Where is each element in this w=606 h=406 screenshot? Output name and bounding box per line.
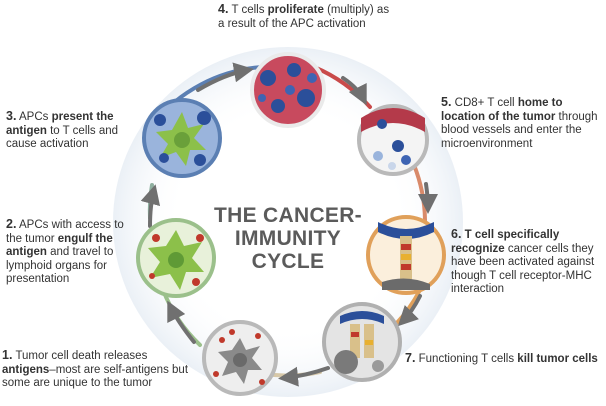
step-4-text-end: (multiply) as a result of the APC activa… (218, 4, 390, 30)
step-3-text: APCs (19, 111, 52, 123)
step-4-caption: 4. T cells proliferate (multiply) as a r… (218, 2, 398, 31)
apc-present-icon (142, 98, 222, 178)
arrow-6-to-7 (397, 294, 422, 327)
arrow-7-to-1 (278, 366, 330, 387)
step-7-text: Functioning T cells (418, 353, 518, 365)
cycle-arrows (140, 62, 438, 387)
arrow-4-to-5 (341, 76, 367, 106)
step-6-caption: 6. T cell specifically recognize cancer … (451, 227, 603, 297)
step-5-text: CD8+ T cell (454, 97, 518, 109)
step-7-caption: 7. Functioning T cells kill tumor cells (405, 351, 603, 367)
step-2-caption: 2. APCs with access to the tumor engulf … (6, 217, 142, 287)
apc-engulf-icon (136, 218, 216, 298)
step-4-emphasis: proliferate (267, 4, 324, 16)
step-6-text-end: cancer cells they have been activated ag… (451, 242, 595, 296)
step-5-text-end: through blood vessels and enter the micr… (441, 110, 598, 150)
step-2-text: APCs with access to the tumor (6, 219, 124, 245)
step-4-text: T cells (231, 4, 268, 16)
step-1-number: 1. (2, 348, 13, 362)
step-1-text-end: –most are self-antigens but some are uni… (2, 363, 189, 390)
arrow-5-to-6 (417, 182, 438, 214)
step-4-number: 4. (218, 2, 229, 16)
diagram-title: THE CANCER- IMMUNITY CYCLE (198, 204, 378, 273)
tcr-mhc-recognition-icon (366, 215, 446, 295)
step-7-emphasis: kill tumor cells (517, 353, 598, 365)
step-6-emphasis: T cell specifically recognize (451, 229, 560, 255)
step-5-number: 5. (441, 95, 452, 109)
tumor-cell-death-icon (202, 320, 278, 396)
step-5-emphasis: home to location of the tumor (441, 97, 563, 123)
step-2-text-end: and travel to lymphoid organs for presen… (6, 246, 114, 285)
step-3-text-end: to T cells and cause activation (6, 124, 119, 151)
step-2-number: 2. (6, 217, 17, 231)
arrow-3-to-4 (196, 62, 254, 92)
t-cell-proliferate-icon (250, 52, 326, 128)
blood-vessel-icon (357, 104, 429, 176)
step-2-emphasis: engulf the antigen (6, 232, 113, 259)
step-3-emphasis: present the antigen (6, 111, 114, 137)
step-1-text: Tumor cell death releases (15, 350, 148, 362)
tumor-kill-icon (322, 302, 402, 382)
step-5-caption: 5. CD8+ T cell home to location of the t… (441, 95, 603, 151)
arrow-2-to-3 (140, 184, 161, 228)
step-1-caption: 1. Tumor cell death releases antigens–mo… (2, 348, 202, 391)
step-1-emphasis: antigens (2, 363, 50, 376)
step-3-number: 3. (6, 109, 17, 123)
title-line-2: IMMUNITY CYCLE (234, 227, 342, 273)
step-6-number: 6. (451, 227, 462, 241)
step-7-number: 7. (405, 351, 416, 365)
step-3-caption: 3. APCs present the antigen to T cells a… (6, 109, 144, 152)
title-line-1: THE CANCER- (214, 204, 362, 227)
arrow-1-to-2 (167, 300, 196, 344)
